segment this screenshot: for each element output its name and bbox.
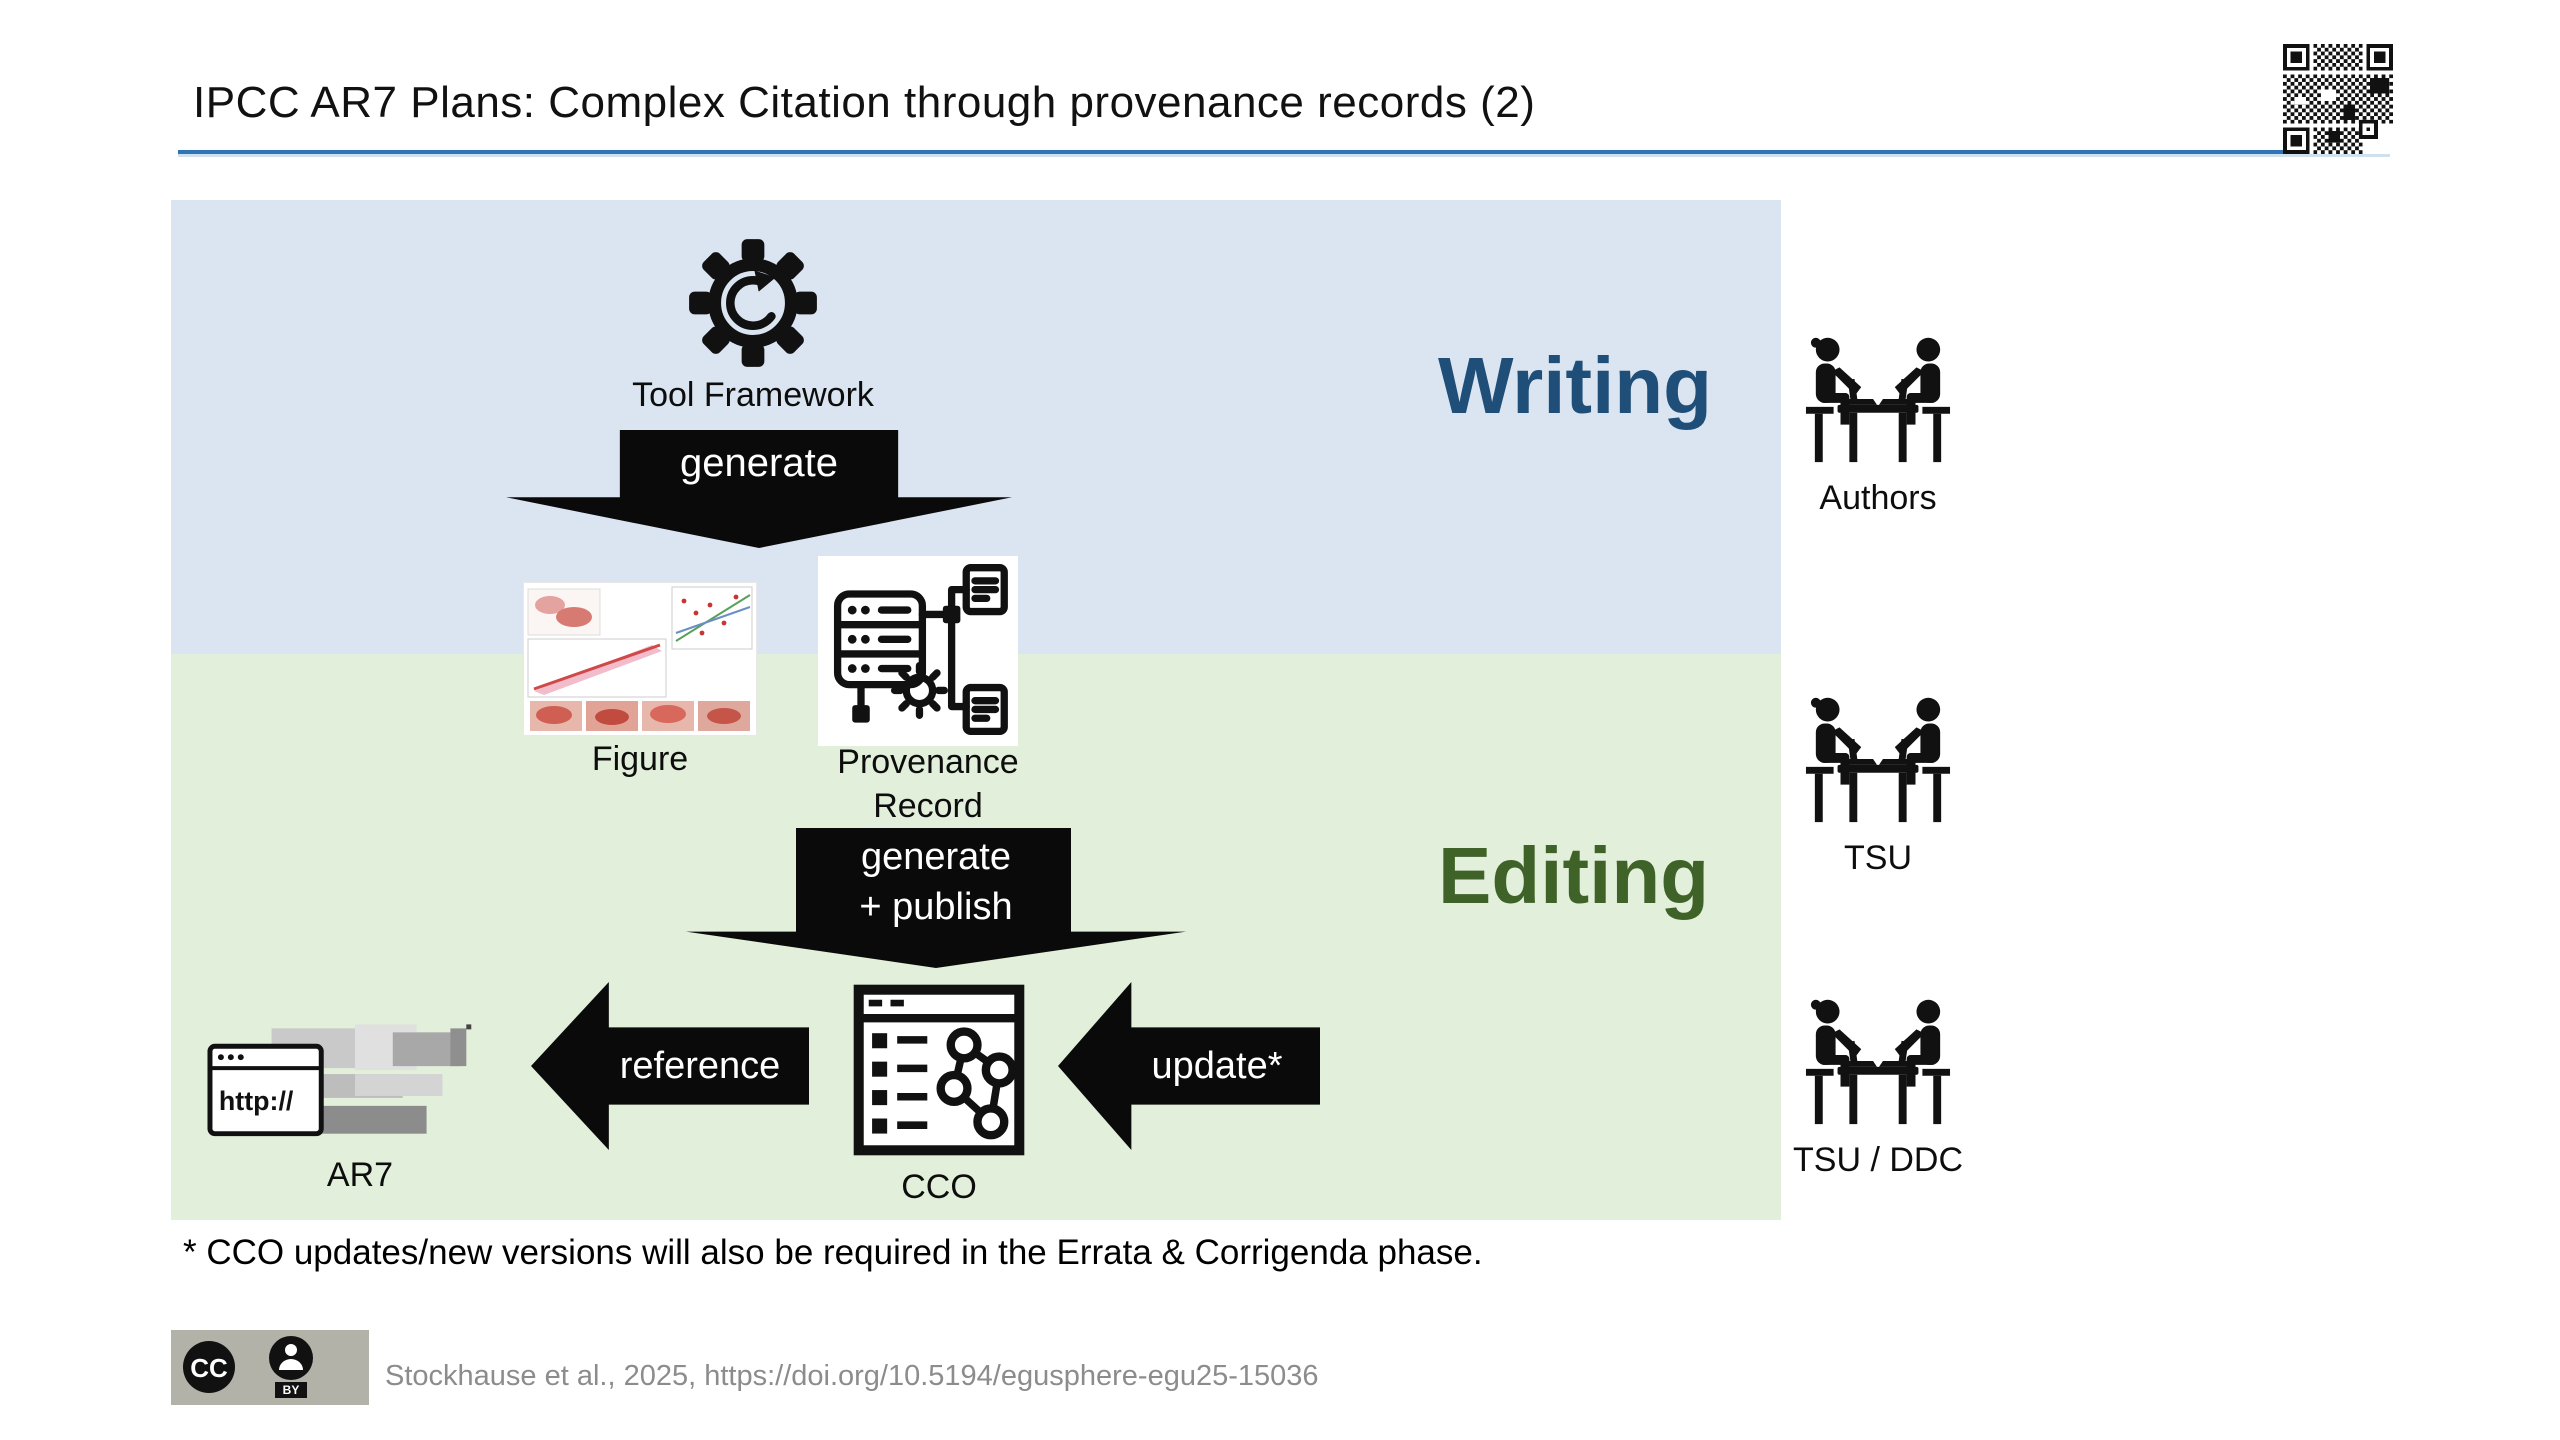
title-divider (178, 150, 2390, 154)
by-badge-text: BY (283, 1383, 300, 1397)
editing-section-label: Editing (1438, 831, 1710, 920)
tsu-ddc-people-icon (1794, 984, 1962, 1132)
page-title: IPCC AR7 Plans: Complex Citation through… (193, 78, 1536, 127)
provenance-label-line2: Record (873, 787, 983, 825)
cco-label: CCO (901, 1168, 977, 1206)
provenance-record-icon (818, 556, 1018, 746)
tool-framework-gear-icon (682, 232, 824, 374)
qr-code-icon (2283, 44, 2393, 154)
generate-arrow-label: generate (680, 441, 838, 485)
generate-publish-label-line1: generate (860, 836, 1011, 878)
tsu-label: TSU (1844, 839, 1912, 877)
footnote: * CCO updates/new versions will also be … (183, 1233, 1483, 1272)
writing-section-label: Writing (1438, 341, 1713, 430)
cco-icon (846, 978, 1032, 1162)
cc-by-license-badge: CC BY (171, 1330, 369, 1405)
tool-framework-label: Tool Framework (632, 376, 874, 414)
update-arrow-label: update* (1151, 1044, 1283, 1087)
figure-thumbnail (524, 583, 756, 735)
authors-label: Authors (1819, 479, 1937, 517)
authors-people-icon (1794, 322, 1962, 470)
ar7-browser-icon: http:// (206, 1022, 514, 1148)
tsu-ddc-label: TSU / DDC (1793, 1141, 1963, 1179)
tsu-people-icon (1794, 682, 1962, 830)
browser-url-text: http:// (219, 1086, 294, 1116)
reference-arrow-label: reference (619, 1044, 781, 1087)
actor-authors: Authors (1788, 322, 1968, 518)
actor-tsu-ddc: TSU / DDC (1788, 984, 1968, 1180)
citation-text: Stockhause et al., 2025, https://doi.org… (385, 1360, 1319, 1392)
actor-tsu: TSU (1788, 682, 1968, 878)
provenance-record-label: Provenance Record (808, 740, 1048, 828)
provenance-label-line1: Provenance (837, 743, 1019, 781)
figure-label: Figure (591, 740, 689, 778)
generate-publish-label-line2: + publish (859, 886, 1013, 928)
ar7-label: AR7 (326, 1156, 394, 1194)
cc-logo-text: CC (190, 1353, 228, 1383)
